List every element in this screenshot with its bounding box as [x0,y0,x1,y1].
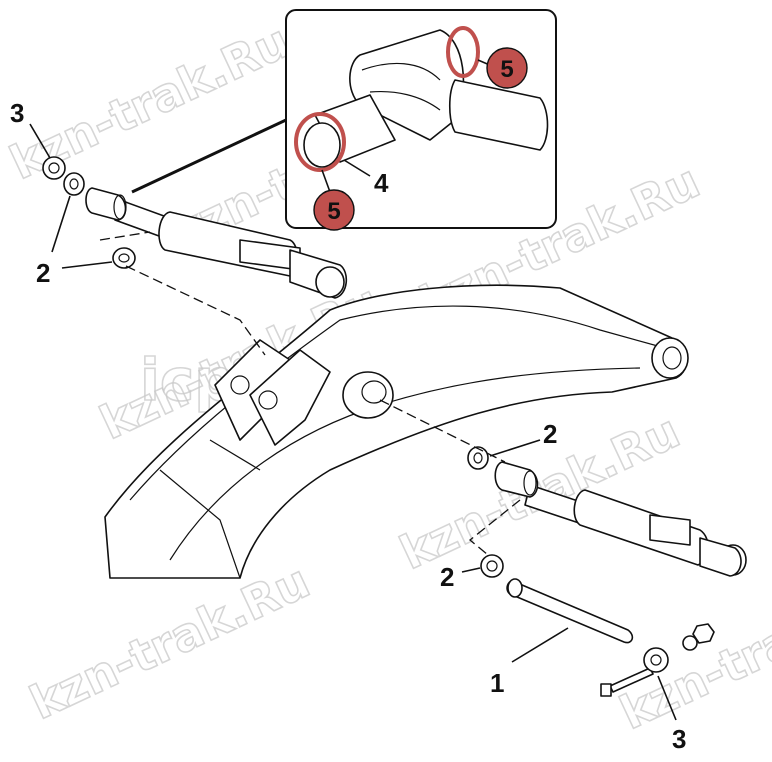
lower-washer-top [467,446,489,470]
bolt-head [600,683,612,697]
pin-washer [643,647,669,673]
lower-cylinder [494,461,747,577]
leader-3-lower [657,675,677,721]
upper-washer-inner-hole [118,253,130,263]
upper-bushing [85,187,127,221]
boom-mount-boss [342,371,394,419]
leader-2-upper-b [61,261,113,269]
boom-tip-boss [651,337,689,379]
leader-3-upper [29,123,51,159]
leader-2-upper-a [51,195,71,253]
badge-5-upper [486,47,528,89]
assembly-lines [99,231,521,556]
hardware [42,156,715,697]
boom-side-panel [159,439,261,579]
upper-bushing-end [113,194,127,220]
inset-tube-end [303,122,341,168]
callout-2-right: 2 [543,419,557,449]
lower-cylinder-barrel [573,489,709,566]
bolt-shank [609,667,654,693]
dash-upper-2 [125,265,266,356]
leader-1 [511,627,569,663]
bracket-hole-1 [230,375,250,395]
dash-lower-1 [379,399,506,463]
badge-5-upper-label: 5 [500,56,513,83]
leader-4 [343,159,371,177]
upper-cylinder-eye [315,266,345,298]
inset-head-detail [361,62,441,111]
lower-cylinder-end [699,537,742,577]
callout-2-upper: 2 [36,258,50,288]
inset-seal-ring-lower [294,112,346,172]
boom-top-edge [129,305,666,501]
callout-4: 4 [374,168,389,198]
upper-nut [42,156,66,180]
small-washer [682,635,698,651]
leader-5-lower [321,169,331,193]
callout-1: 1 [490,668,504,698]
callout-3-lower: 3 [672,724,686,754]
callouts: 3 2 2 2 1 3 [10,98,686,754]
pin-washer-hole [650,654,662,666]
lower-washer-bottom [480,554,504,578]
inset-pointer-line [131,118,287,194]
upper-washer-outer [63,172,85,196]
watermark-kzn-6: kzn-trak.Ru [22,554,318,730]
hex-nut [692,623,715,644]
upper-cylinder [85,187,348,299]
inset-barrel [448,79,549,151]
dash-upper-1 [99,231,151,241]
callout-2-lower: 2 [440,562,454,592]
callout-3-upper: 3 [10,98,24,128]
dash-lower-2 [468,499,521,556]
leader-2-lower [461,567,481,573]
upper-washer-outer-hole [69,178,79,190]
lower-bushing-end [523,470,537,496]
lower-washer-bottom-hole [486,560,498,572]
bracket-hole-2 [258,390,278,410]
pin-head [507,578,523,598]
boom-mount-bore [361,380,387,404]
boom-bracket-right [249,349,331,446]
pin-shaft [506,580,634,644]
lower-cylinder-clamp [649,514,691,546]
boom [104,284,689,579]
detail-inset: 5 5 4 [131,9,557,231]
badge-5-lower-label: 5 [327,198,340,225]
upper-washer-inner [112,247,136,269]
badge-5-lower [313,189,355,231]
watermark-kzn-7: kzn-trak.Ru [612,564,772,740]
lower-washer-top-hole [473,452,483,464]
inset-seal-ring-upper [446,26,480,78]
boom-tip-bore [662,346,682,370]
leader-2-right [489,439,541,457]
upper-nut-hole [48,162,60,174]
